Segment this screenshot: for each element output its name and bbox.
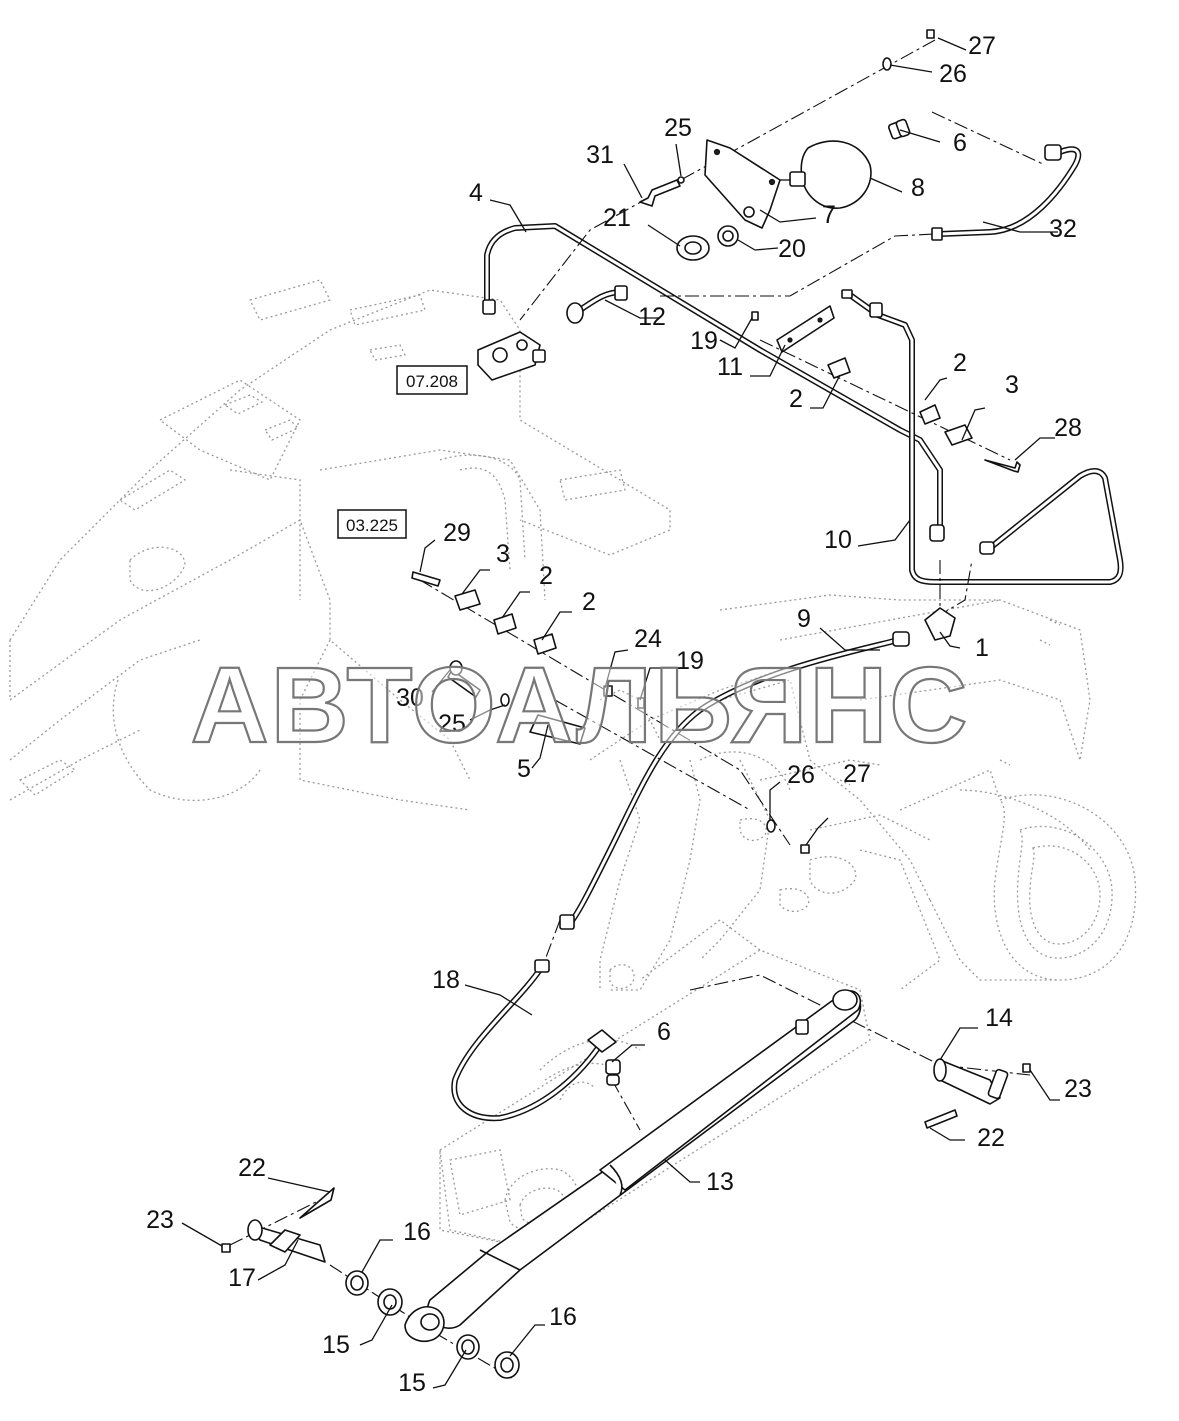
callout-6: 6 [657,1018,671,1046]
bushing-16-lower [494,1351,520,1379]
callout-19: 19 [676,647,704,675]
callout-27: 27 [968,32,996,60]
callout-15: 15 [398,1369,426,1397]
callout-23: 23 [146,1206,174,1234]
callout-2: 2 [582,588,596,616]
washer-25-top [677,176,685,184]
callout-12: 12 [638,303,666,331]
callout-29: 29 [443,519,471,547]
callout-16: 16 [403,1218,431,1246]
watermark-text: АВТОАЛЬЯНС [191,644,970,765]
callout-26: 26 [787,761,815,789]
pin-17 [247,1219,326,1263]
callout-6: 6 [953,129,967,157]
callout-14: 14 [985,1004,1013,1032]
callout-5: 5 [517,755,531,783]
callout-30: 30 [396,684,424,712]
callout-25: 25 [664,114,692,142]
callout-10: 10 [824,526,852,554]
ref-box-07208[interactable]: 07.208 [396,365,468,395]
callout-19: 19 [690,327,718,355]
callout-4: 4 [469,179,483,207]
callout-21: 21 [603,204,631,232]
bracket-7 [704,139,781,229]
pin-14 [933,1058,1009,1105]
callout-28: 28 [1054,414,1082,442]
callout-3: 3 [1005,371,1019,399]
callout-8: 8 [911,174,925,202]
callout-3: 3 [496,540,510,568]
callout-1: 1 [975,634,989,662]
ref-label-07208: 07.208 [406,372,458,391]
callout-22: 22 [238,1154,266,1182]
parts [221,29,1062,1379]
ref-box-03225[interactable]: 03.225 [337,509,407,539]
callout-13: 13 [706,1168,734,1196]
callout-16: 16 [549,1303,577,1331]
bushing-15-lower [456,1334,480,1360]
accumulator-8 [780,140,872,209]
chassis-frame [9,279,1137,991]
callout-15: 15 [322,1331,350,1359]
boom-arm [439,919,871,1251]
callout-2: 2 [953,349,967,377]
nut-21 [676,235,710,261]
callout-20: 20 [778,235,806,263]
callout-32: 32 [1049,215,1077,243]
callouts: 27 26 25 31 6 8 4 7 21 20 32 12 19 11 2 … [146,32,1092,1397]
callout-2: 2 [789,385,803,413]
washer-20 [717,225,739,247]
callout-27: 27 [843,760,871,788]
callout-7: 7 [822,201,836,229]
callout-22: 22 [977,1124,1005,1152]
bolt-31 [639,179,681,207]
bracket-11 [776,305,835,353]
callout-23: 23 [1064,1075,1092,1103]
valve-block [477,331,546,381]
callout-26: 26 [939,60,967,88]
callout-9: 9 [797,605,811,633]
callout-18: 18 [432,966,460,994]
bushing-16-upper [345,1270,369,1296]
callout-2: 2 [539,562,553,590]
callout-24: 24 [634,625,662,653]
callout-17: 17 [228,1264,256,1292]
callout-31: 31 [586,141,614,169]
hydraulic-cylinder-13 [404,989,862,1342]
ref-label-03225: 03.225 [346,516,398,535]
bushing-15-upper [377,1288,403,1316]
callout-11: 11 [717,353,743,381]
fitting-6-top [888,118,911,140]
assembly-axes [229,39,1046,1381]
callout-25: 25 [438,710,466,738]
hydraulic-lines [451,146,1124,1122]
leader-lines [181,37,1060,1389]
